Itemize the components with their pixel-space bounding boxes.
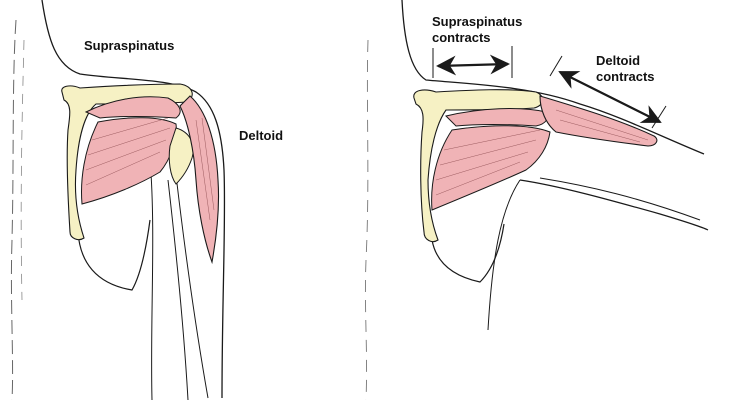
left-infraspinatus-muscle <box>81 117 177 205</box>
left-shoulder-contour <box>41 0 226 399</box>
left-scapula-outline <box>77 219 151 291</box>
label-supraspinatus-contracts-line2: contracts <box>432 30 491 45</box>
label-supraspinatus-contracts-line1: Supraspinatus <box>432 14 523 29</box>
label-deltoid-contracts: Deltoid contracts <box>596 53 655 85</box>
label-supraspinatus: Supraspinatus <box>84 38 174 54</box>
label-deltoid: Deltoid <box>239 128 283 144</box>
left-torso-edge-2 <box>20 39 25 301</box>
left-humerus-line-2 <box>167 179 189 400</box>
label-supraspinatus-text: Supraspinatus <box>84 38 175 53</box>
label-deltoid-contracts-line2: contracts <box>596 69 655 84</box>
label-deltoid-contracts-line1: Deltoid <box>596 53 641 68</box>
right-scapula-outline <box>431 223 505 283</box>
right-arm-lower-contour <box>519 179 709 231</box>
left-supraspinatus-muscle <box>84 96 181 119</box>
left-shoulder-illustration <box>10 0 226 400</box>
right-shoulder-illustration <box>364 0 709 400</box>
left-scapula-bone <box>61 83 193 241</box>
right-torso-edge <box>364 39 369 400</box>
right-arm-lower-contour-2 <box>539 177 701 221</box>
left-muscle-fibres <box>85 117 215 221</box>
right-trunk-line <box>487 179 521 331</box>
deltoid-contraction-indicator <box>549 55 667 129</box>
left-humerus-line-3 <box>175 174 209 399</box>
left-humeral-head <box>168 127 194 185</box>
deltoid-arrow <box>558 71 662 123</box>
supraspinatus-contraction-indicator <box>432 46 513 78</box>
right-deltoid-muscle <box>539 95 658 147</box>
label-supraspinatus-contracts: Supraspinatus contracts <box>432 14 522 46</box>
right-supraspinatus-muscle <box>445 108 549 127</box>
left-deltoid-muscle <box>179 95 220 265</box>
left-torso-edge <box>10 19 17 400</box>
right-shoulder-contour <box>401 0 705 155</box>
label-deltoid-text: Deltoid <box>239 128 284 143</box>
supraspinatus-arrow <box>436 54 510 76</box>
right-muscle-fibres <box>435 109 649 196</box>
left-humerus-line-1 <box>149 159 154 400</box>
right-infraspinatus-muscle <box>431 125 551 211</box>
right-scapula-bone <box>413 89 544 243</box>
